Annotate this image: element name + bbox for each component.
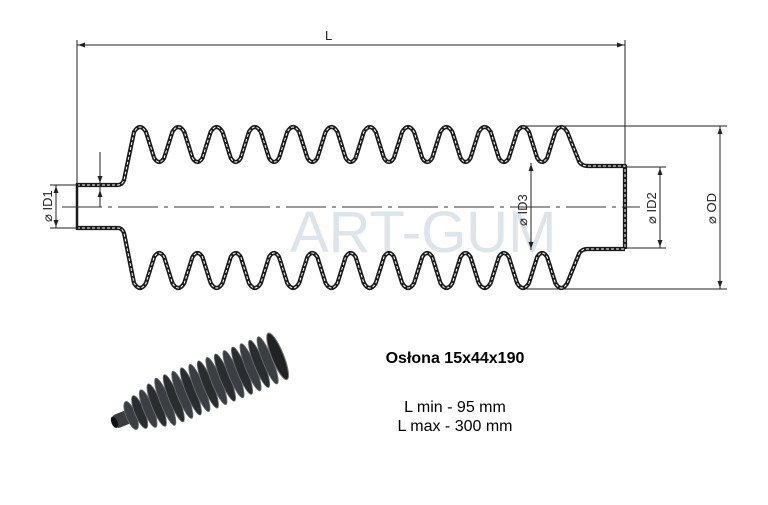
dim-label-OD: ⌀ OD bbox=[704, 193, 719, 224]
svg-text:⌀ ID2: ⌀ ID2 bbox=[644, 192, 659, 224]
arrowhead bbox=[617, 42, 624, 48]
arrowhead bbox=[97, 176, 103, 183]
rubber-bellows-photo bbox=[110, 332, 290, 430]
arrowhead bbox=[97, 190, 103, 197]
dim-label-L: L bbox=[325, 28, 332, 43]
dim-label-ID3: ⌀ ID3 bbox=[515, 194, 530, 226]
bellows-outline bbox=[75, 124, 628, 291]
svg-text:⌀ ID1: ⌀ ID1 bbox=[40, 190, 55, 222]
dimensions bbox=[50, 40, 727, 290]
arrowhead bbox=[657, 240, 663, 247]
arrowhead bbox=[657, 168, 663, 175]
product-title: Osłona 15x44x190 bbox=[385, 350, 525, 367]
arrowhead bbox=[528, 164, 534, 171]
svg-text:⌀ ID3: ⌀ ID3 bbox=[515, 194, 530, 226]
dim-label-ID2: ⌀ ID2 bbox=[644, 192, 659, 224]
dim-label-ID1: ⌀ ID1 bbox=[40, 190, 55, 222]
arrowhead bbox=[53, 186, 59, 193]
product-photo bbox=[110, 332, 290, 430]
dimension-arrows bbox=[53, 42, 723, 288]
arrowhead bbox=[717, 281, 723, 288]
length-min: L min - 95 mm bbox=[404, 399, 506, 416]
arrowhead bbox=[717, 127, 723, 134]
svg-text:⌀ OD: ⌀ OD bbox=[704, 193, 719, 224]
length-max: L max - 300 mm bbox=[397, 418, 513, 435]
arrowhead bbox=[53, 220, 59, 227]
arrowhead bbox=[528, 242, 534, 249]
arrowhead bbox=[78, 42, 85, 48]
